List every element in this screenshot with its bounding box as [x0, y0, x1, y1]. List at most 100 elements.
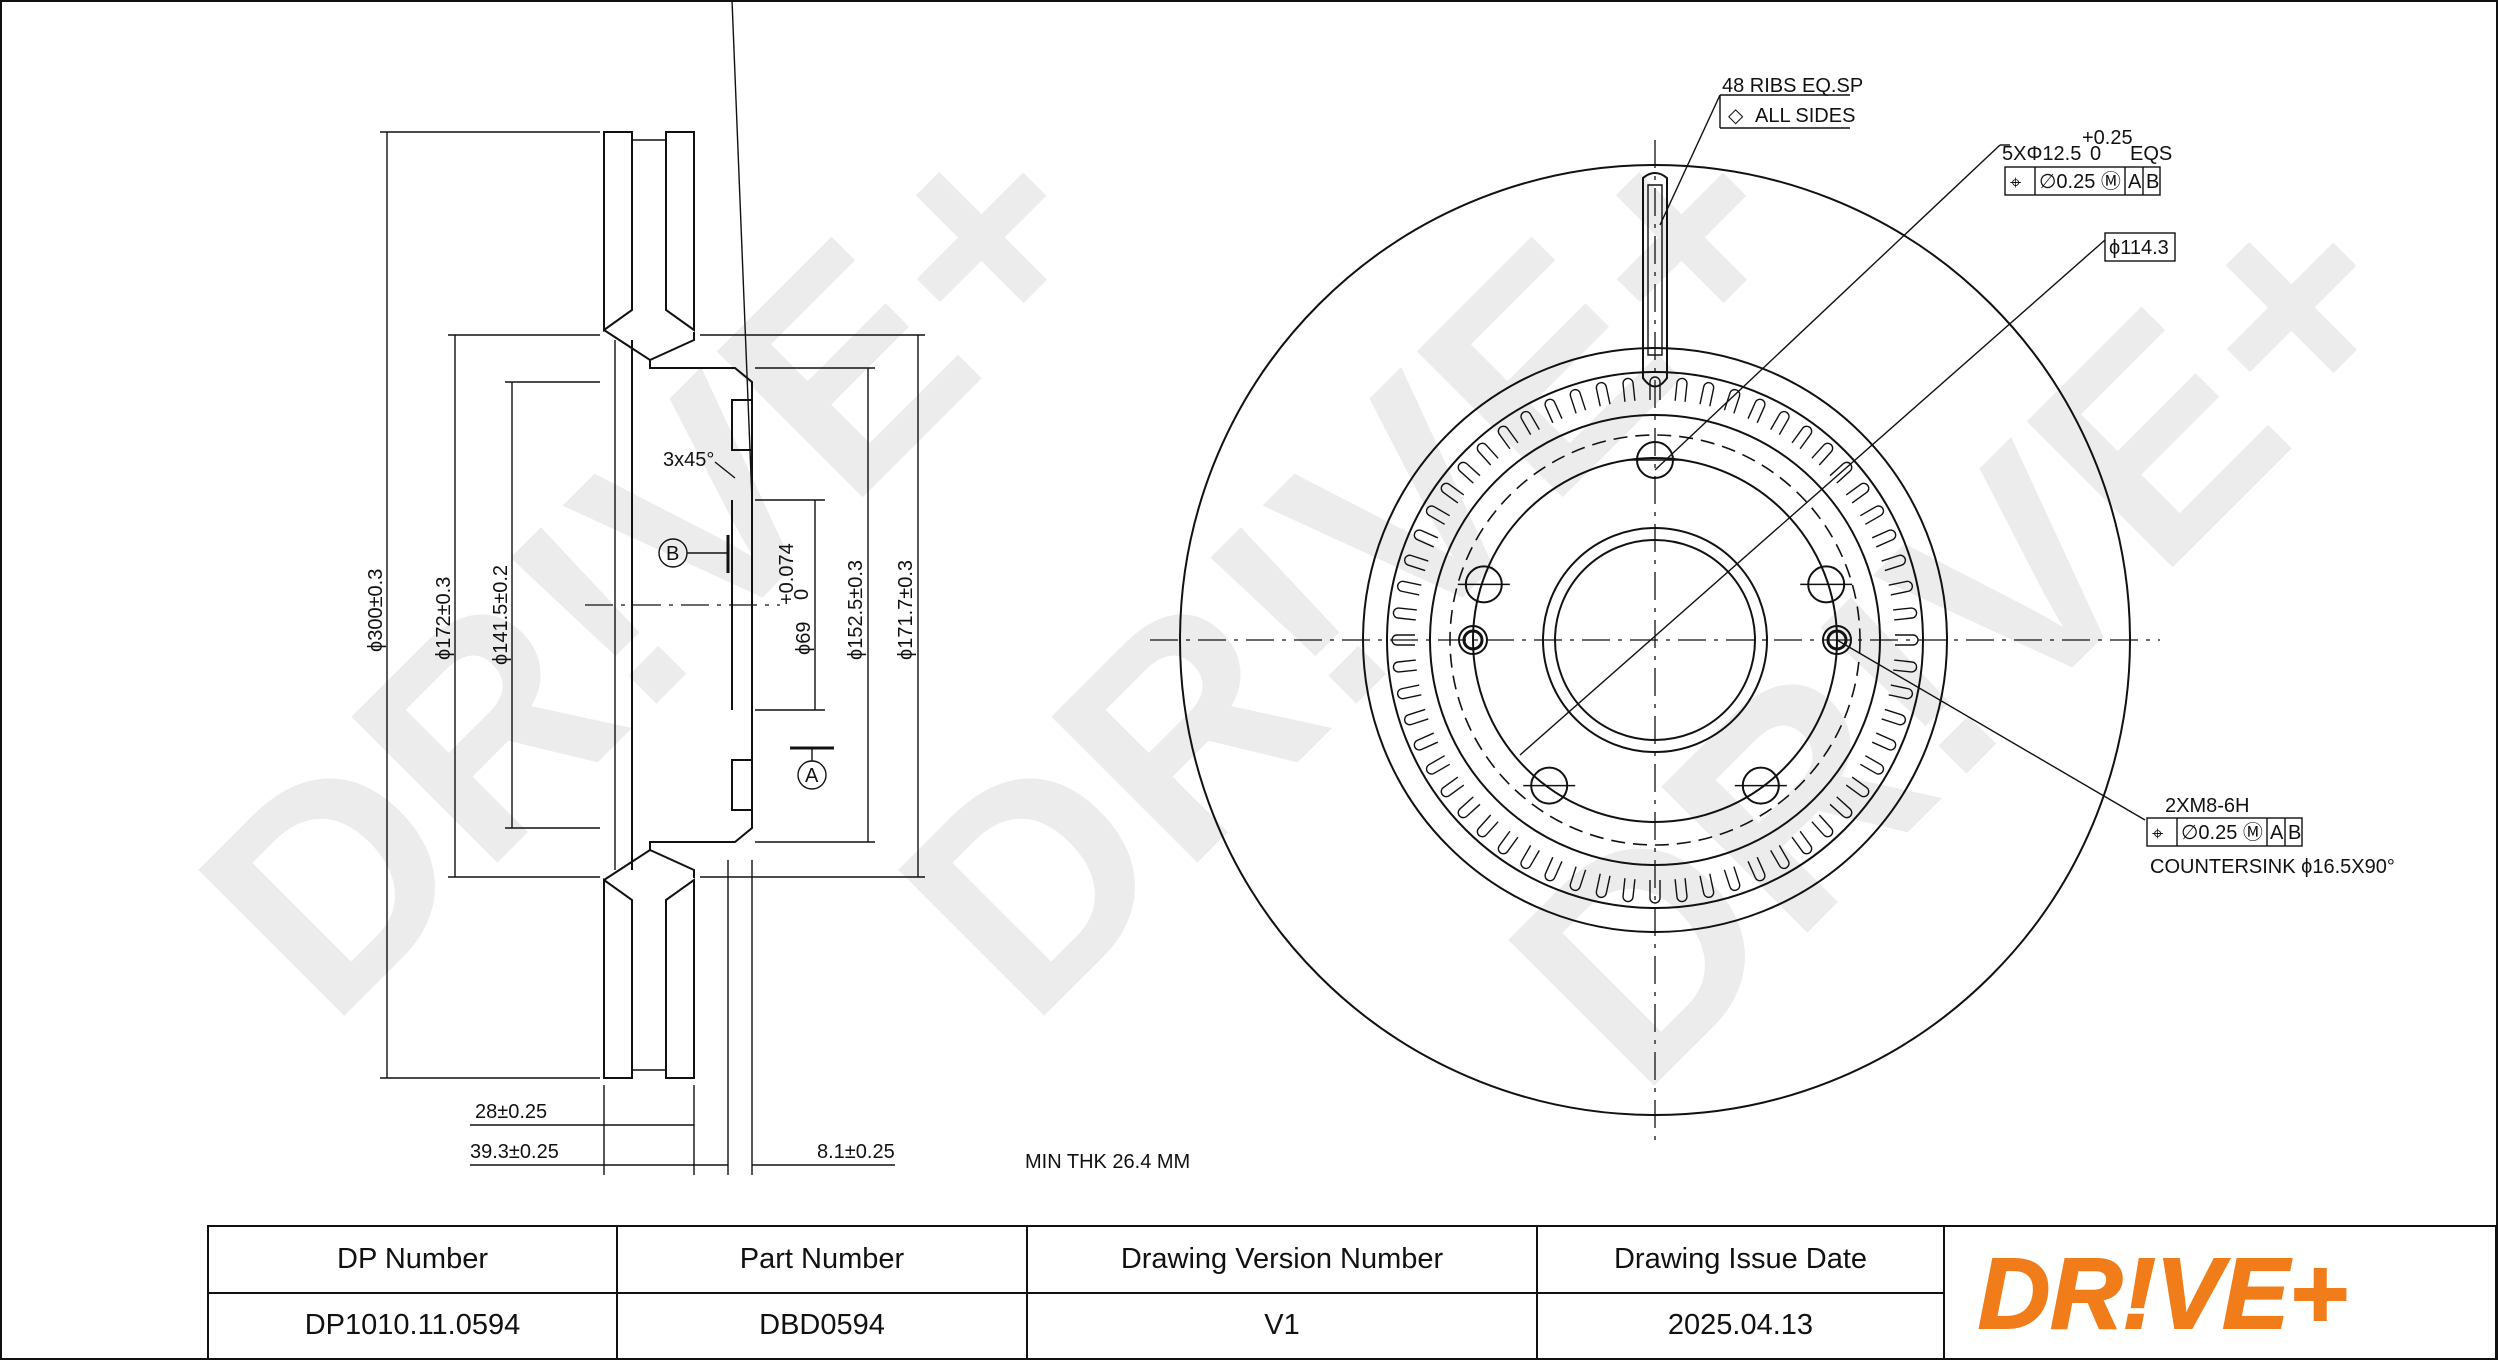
vent-slot [1893, 659, 1918, 673]
dim-chamfer: 3x45° [663, 449, 714, 471]
vent-slot [1544, 856, 1563, 882]
vent-slot [1674, 878, 1688, 903]
vent-slot [1457, 796, 1481, 819]
vent-slot [1520, 844, 1540, 870]
dim-d1525: ϕ152.5±0.3 [845, 560, 867, 660]
thread-frame-position-icon: ⌖ [2152, 823, 2163, 845]
vent-slot [1392, 607, 1417, 621]
thread-frame-tolerance: ∅0.25 Ⓜ [2181, 821, 2263, 844]
vent-slot [1723, 866, 1741, 891]
vent-slot [1845, 482, 1870, 504]
vent-slot [1622, 377, 1636, 402]
vent-slot [1396, 580, 1422, 596]
vent-slot [1770, 844, 1790, 870]
vent-slot [1403, 708, 1429, 726]
vent-slot [1893, 607, 1918, 621]
part-number-column: Part Number DBD0594 [618, 1227, 1028, 1358]
dim-d1415: ϕ141.5±0.2 [490, 565, 512, 665]
dp-number-header: DP Number [209, 1227, 616, 1294]
vent-slot [1871, 732, 1897, 751]
logo-text: DR!VE+ [1978, 1238, 2348, 1348]
dim-d69-tol-bot: 0 [791, 589, 813, 600]
dim-d1717: ϕ171.7±0.3 [895, 560, 917, 660]
vent-slot [1649, 880, 1661, 904]
vent-slot [1497, 425, 1519, 450]
vent-slot [1497, 830, 1519, 855]
dim-d300: ϕ300±0.3 [365, 569, 387, 652]
dim-thk393: 39.3±0.25 [470, 1141, 559, 1163]
vent-slot [1723, 389, 1741, 414]
vent-slot [1888, 684, 1914, 700]
ribs-label: 48 RIBS EQ.SP [1722, 75, 1863, 97]
dp-number-column: DP Number DP1010.11.0594 [209, 1227, 618, 1358]
min-thickness: MIN THK 26.4 MM [1025, 1151, 1190, 1173]
vent-slot [1859, 755, 1885, 775]
holes-frame-tolerance: ∅0.25 Ⓜ [2039, 170, 2121, 193]
holes-callout: 5XΦ12.5 [2002, 143, 2081, 165]
dim-d172: ϕ172±0.3 [433, 577, 455, 660]
vent-slot [1391, 634, 1415, 646]
vent-slot [1622, 878, 1636, 903]
vent-slot [1425, 505, 1451, 525]
vent-slot [1440, 482, 1465, 504]
watermark: DR!VE+ DR!VE+ DR!VE+ [138, 54, 2469, 1145]
vent-slot [1881, 708, 1907, 726]
countersink-label: COUNTERSINK ϕ16.5X90° [2150, 856, 2395, 878]
pcd-label: ϕ114.3 [2109, 237, 2169, 259]
dim-d69-tol-top: +0.074 [776, 543, 798, 605]
vent-slot [1881, 554, 1907, 572]
vent-slot [1699, 873, 1715, 898]
thread-control-frame [2146, 817, 2303, 847]
vent-slot [1476, 442, 1499, 466]
holes-frame-position-icon: ⌖ [2010, 172, 2021, 194]
vent-slot [1425, 755, 1451, 775]
drive-logo: DR!VE+ [1945, 1227, 2495, 1358]
holes-eqs: EQS [2130, 143, 2172, 165]
issue-date-header: Drawing Issue Date [1538, 1227, 1943, 1294]
vent-slot [1770, 410, 1790, 436]
vent-slot [1747, 856, 1766, 882]
vent-slot [1859, 505, 1885, 525]
dim-d69: ϕ69 [793, 622, 815, 655]
vent-slot [1392, 659, 1417, 673]
vent-slot [1791, 425, 1813, 450]
front-view [1150, 94, 2160, 1140]
vent-slot [1845, 776, 1870, 798]
issue-date-column: Drawing Issue Date 2025.04.13 [1538, 1227, 1945, 1358]
holes-frame-datum-b: B [2146, 171, 2159, 193]
vent-slot [1520, 410, 1540, 436]
dim-thk28: 28±0.25 [475, 1101, 547, 1123]
thread-callout: 2XM8-6H [2165, 795, 2249, 817]
vent-slot [1829, 796, 1853, 819]
pcd-box [2104, 232, 2176, 262]
holes-tol-top: +0.25 [2082, 127, 2133, 149]
vent-slot [1747, 398, 1766, 424]
datum-a-label: A [805, 765, 819, 787]
thread-frame-datum-b: B [2288, 822, 2301, 844]
ribs-sides-label: ALL SIDES [1755, 105, 1855, 127]
part-number-header: Part Number [618, 1227, 1026, 1294]
vent-slot [1440, 776, 1465, 798]
holes-tol-bot: 0 [2090, 143, 2101, 165]
vent-slot [1811, 442, 1834, 466]
vent-slot [1595, 873, 1611, 898]
vent-slot [1396, 684, 1422, 700]
thread-frame-datum-a: A [2270, 822, 2284, 844]
holes-control-frame [2004, 166, 2161, 196]
vent-slot [1413, 732, 1439, 751]
surface-icon: ◇ [1728, 105, 1744, 127]
vent-slot [1791, 830, 1813, 855]
vent-slot [1895, 634, 1919, 646]
vent-slot [1888, 580, 1914, 596]
version-column: Drawing Version Number V1 [1028, 1227, 1538, 1358]
vent-slot [1569, 866, 1587, 891]
vent-slot [1649, 376, 1661, 400]
vent-slot [1699, 382, 1715, 407]
section-view [380, 0, 925, 1175]
title-block: DP Number DP1010.11.0594 Part Number DBD… [207, 1225, 2497, 1360]
holes-frame-datum-a: A [2128, 171, 2142, 193]
vent-slot [1476, 814, 1499, 838]
vent-slot [1403, 554, 1429, 572]
dim-thk81: 8.1±0.25 [817, 1141, 895, 1163]
